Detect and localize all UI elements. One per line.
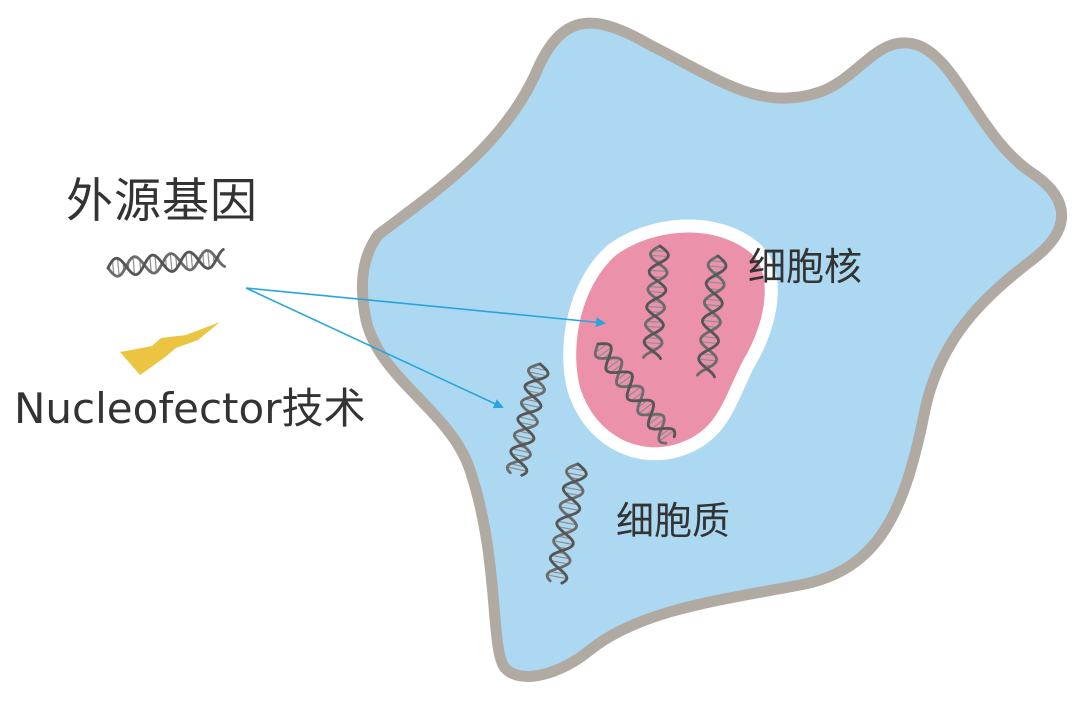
nucleofector-technology-label: Nucleofector技术 xyxy=(14,384,366,433)
dna-helix-icon xyxy=(106,248,227,278)
cytoplasm-label: 细胞质 xyxy=(616,499,731,543)
dna-helices xyxy=(106,244,728,585)
dna-helix-icon xyxy=(642,244,670,360)
dna-helix-icon xyxy=(696,254,728,379)
dna-helix-icon xyxy=(505,362,550,477)
lightning-icon xyxy=(120,322,220,375)
exogenous-gene-label: 外源基因 xyxy=(66,174,258,229)
dna-helix-icon xyxy=(545,462,588,585)
dna-helix-icon xyxy=(593,342,677,445)
arrow-to-cytoplasm xyxy=(245,287,504,409)
nucleus-label: 细胞核 xyxy=(748,245,863,289)
arrow-to-nucleus xyxy=(245,287,606,328)
